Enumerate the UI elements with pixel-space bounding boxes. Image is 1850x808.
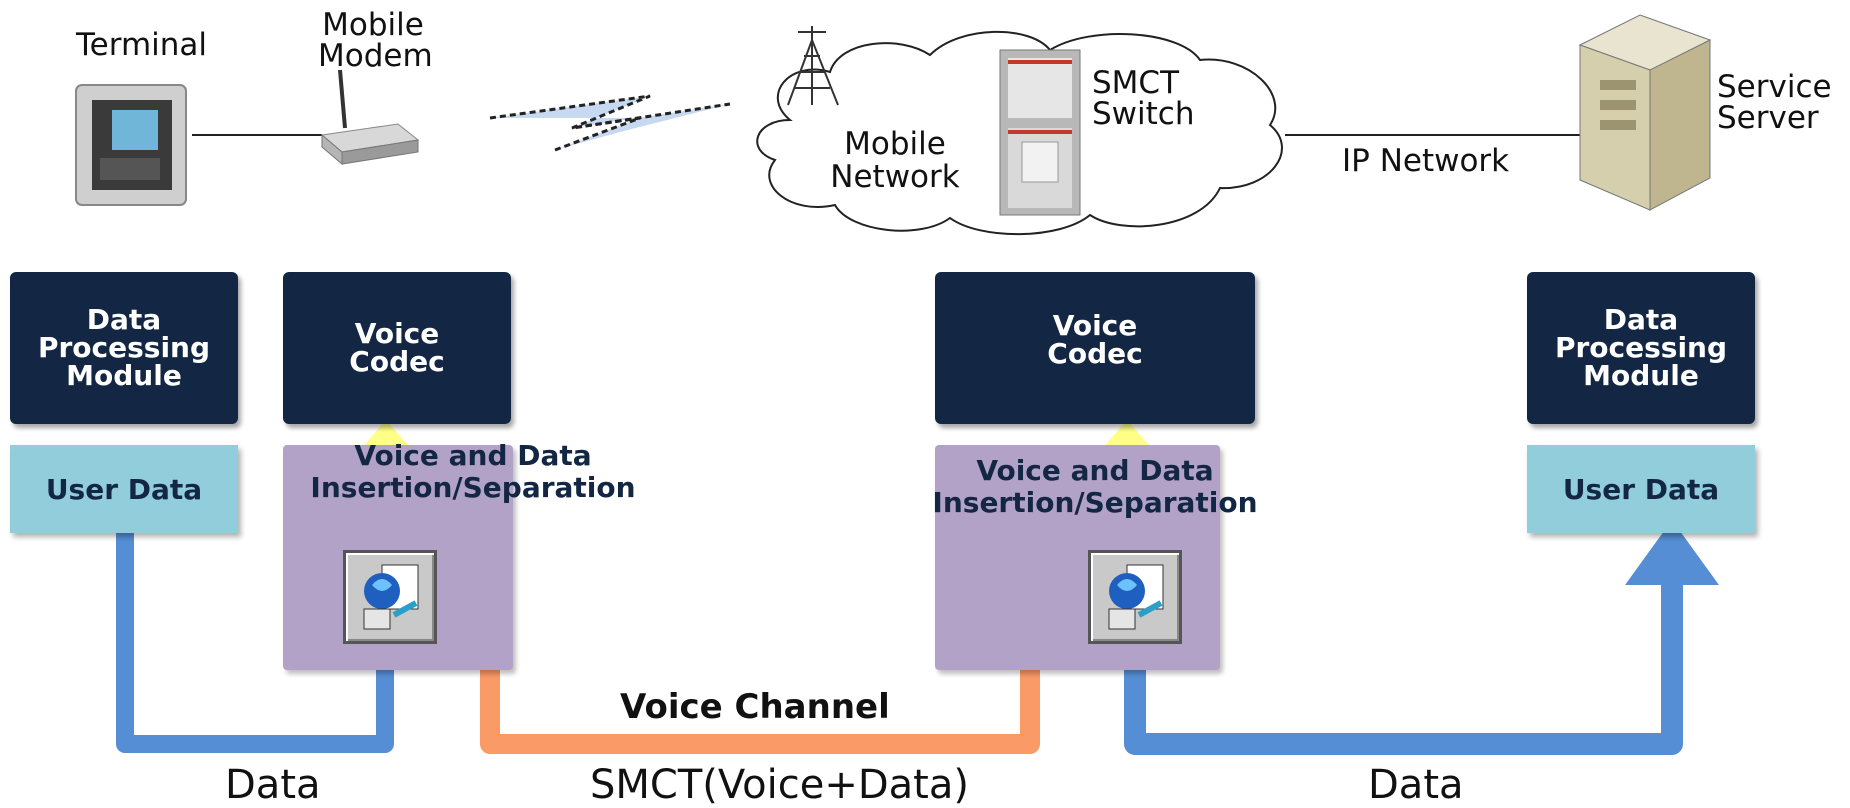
data-right-label: Data — [1368, 762, 1464, 808]
left-user-data: User Data — [10, 445, 238, 533]
ip-network-label: IP Network — [1342, 143, 1510, 179]
right-dpm-line2: Processing — [1554, 331, 1728, 364]
blue-arrow-right — [1124, 560, 1683, 755]
right-modem-app-icon — [1088, 550, 1182, 644]
data-left-label: Data — [225, 762, 321, 808]
right-codec-line1: Voice — [1052, 309, 1138, 342]
blue-arrow-left — [116, 510, 394, 753]
left-codec-line1: Voice — [354, 317, 440, 350]
smct-switch-label: SMCT Switch — [1092, 68, 1195, 130]
terminal-label: Terminal — [76, 27, 208, 63]
server-icon — [1578, 14, 1712, 211]
terminal-device-icon — [75, 84, 187, 206]
left-insertion-line1: Voice and Data — [354, 439, 592, 472]
right-dpm-line1: Data — [1603, 303, 1679, 336]
service-server-label: Service Server — [1717, 72, 1832, 134]
mobile-modem-line2: Modem — [318, 38, 433, 74]
smct-switch-line1: SMCT — [1092, 65, 1180, 101]
wireless-link-icon — [490, 96, 730, 150]
right-user-data: User Data — [1527, 445, 1755, 533]
left-insertion-label: Voice and Data Insertion/Separation — [298, 439, 648, 505]
service-server-line2: Server — [1717, 100, 1819, 136]
smct-switch-line2: Switch — [1092, 96, 1195, 132]
voice-channel-label: Voice Channel — [620, 687, 890, 727]
smct-label: SMCT(Voice+Data) — [590, 762, 969, 808]
left-dpm-line3: Module — [66, 359, 182, 392]
right-dpm-line3: Module — [1583, 359, 1699, 392]
antenna-tower-icon — [787, 26, 839, 106]
mobile-modem-line1: Mobile — [322, 7, 424, 43]
right-insertion-line2: Insertion/Separation — [932, 486, 1258, 520]
left-modem-app-icon — [343, 550, 437, 644]
right-codec-line2: Codec — [1047, 337, 1143, 370]
service-server-line1: Service — [1717, 69, 1832, 105]
right-insertion-label: Voice and Data Insertion/Separation — [925, 454, 1265, 520]
left-insertion-line2: Insertion/Separation — [310, 471, 636, 505]
mobile-network-line1: Mobile — [844, 126, 946, 162]
right-insertion-line1: Voice and Data — [976, 454, 1214, 487]
mobile-network-label: Mobile Network — [825, 128, 965, 193]
mobile-network-line2: Network — [830, 158, 960, 195]
left-codec-line2: Codec — [349, 345, 445, 378]
left-dpm-line1: Data — [86, 303, 162, 336]
mobile-modem-label: Mobile Modem — [318, 7, 433, 72]
switch-rack-icon — [999, 49, 1081, 216]
left-dpm-line2: Processing — [37, 331, 211, 364]
modem-device-icon — [320, 69, 420, 166]
